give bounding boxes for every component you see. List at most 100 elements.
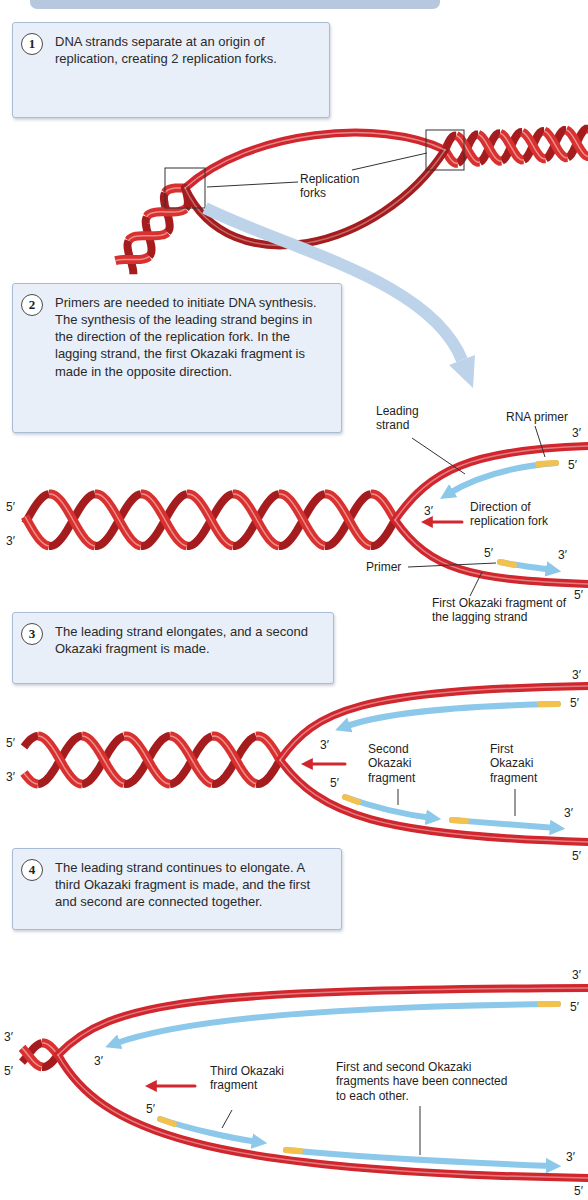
part-label: Second Okazaki fragment bbox=[368, 742, 434, 785]
part-label: Primer bbox=[366, 560, 401, 574]
helix-strand bbox=[566, 130, 588, 157]
helix-strand bbox=[233, 494, 279, 546]
strand-end-label: 5′ bbox=[6, 500, 15, 514]
helix-strand bbox=[82, 736, 124, 784]
helix-strand bbox=[456, 136, 479, 163]
helix-strand bbox=[124, 736, 170, 784]
helix-strand bbox=[115, 256, 149, 260]
helix-strand bbox=[256, 736, 280, 760]
part-label: Third Okazaki fragment bbox=[210, 1064, 286, 1093]
helix-strand bbox=[141, 494, 187, 546]
helix-strand bbox=[141, 494, 187, 546]
helix-strand bbox=[129, 232, 168, 240]
helix-strand bbox=[147, 209, 186, 217]
leader-line bbox=[398, 789, 399, 805]
strand-end-label: 5′ bbox=[568, 458, 577, 472]
helix-strand bbox=[115, 256, 149, 260]
helix-strand bbox=[522, 132, 545, 159]
helix-strand bbox=[256, 760, 280, 784]
helix-strand bbox=[170, 736, 212, 784]
helix-strand bbox=[95, 494, 141, 546]
helix-strand bbox=[566, 130, 588, 157]
helix-strand bbox=[187, 494, 233, 546]
part-label: First Okazaki fragment bbox=[490, 742, 554, 785]
part-label: Leading strand bbox=[376, 404, 434, 433]
helix-strand bbox=[279, 494, 325, 546]
leader-line bbox=[535, 426, 545, 457]
leader-line bbox=[352, 153, 427, 170]
strand-end-label: 3′ bbox=[572, 968, 581, 982]
helix-strand bbox=[371, 494, 395, 520]
helix-strand bbox=[279, 494, 325, 546]
helix-strand bbox=[95, 494, 141, 546]
helix-strand bbox=[49, 494, 95, 546]
helix-strand bbox=[170, 736, 212, 784]
strand-end-label: 3′ bbox=[320, 738, 329, 752]
helix-strand bbox=[522, 132, 545, 159]
helix-strand bbox=[49, 494, 95, 546]
helix-strand bbox=[544, 131, 567, 158]
helix-strand bbox=[124, 736, 170, 784]
helix-strand bbox=[82, 736, 124, 784]
helix-strand bbox=[22, 1048, 42, 1067]
leader-line bbox=[515, 789, 516, 816]
helix-strand bbox=[124, 736, 170, 784]
helix-strand bbox=[325, 494, 371, 546]
step-number: 4 bbox=[21, 859, 43, 881]
fork-step-2 bbox=[395, 446, 588, 584]
strand-end-label: 3′ bbox=[6, 770, 15, 784]
helix-strand bbox=[500, 133, 523, 160]
helix-strand bbox=[187, 494, 233, 546]
helix-strand bbox=[95, 494, 141, 546]
leader-line bbox=[412, 438, 465, 474]
step-text: The leading strand continues to elongate… bbox=[55, 859, 329, 910]
strand-end-label: 5′ bbox=[146, 1102, 155, 1116]
helix-strand bbox=[233, 494, 279, 546]
top-band bbox=[30, 0, 440, 9]
fork-step-4 bbox=[58, 988, 588, 1178]
helix-strand bbox=[325, 494, 371, 546]
fork-frame bbox=[426, 130, 464, 170]
leader-line bbox=[470, 572, 482, 596]
strand-end-label: 5′ bbox=[570, 1000, 579, 1014]
helix-strand bbox=[187, 494, 233, 546]
helix-strand bbox=[212, 736, 256, 784]
step-box: 3The leading strand elongates, and a sec… bbox=[12, 612, 334, 684]
helix-strand bbox=[478, 134, 501, 161]
helix-strand bbox=[256, 736, 280, 760]
fork-frame bbox=[165, 168, 205, 208]
step-number: 1 bbox=[21, 33, 43, 55]
strand-end-label: 5′ bbox=[330, 776, 339, 790]
strand-end-label: 3′ bbox=[424, 504, 433, 518]
helix-strand bbox=[129, 232, 168, 240]
step-number: 2 bbox=[21, 294, 43, 316]
leader-line bbox=[207, 182, 298, 187]
strand-end-label: 3′ bbox=[6, 534, 15, 548]
strand-end-label: 3′ bbox=[572, 668, 581, 682]
leader-line bbox=[408, 563, 496, 567]
step-text: The leading strand elongates, and a seco… bbox=[55, 623, 321, 657]
helix-strand bbox=[49, 494, 95, 546]
helix-strand bbox=[212, 736, 256, 784]
part-label: Replication forks bbox=[300, 172, 380, 201]
replication-bubble bbox=[185, 133, 445, 246]
fork-step-3 bbox=[280, 686, 588, 842]
step-box: 1DNA strands separate at an origin of re… bbox=[12, 22, 330, 118]
strand-end-label: 5′ bbox=[574, 1184, 583, 1198]
helix-strand bbox=[141, 494, 187, 546]
strand-end-label: 5′ bbox=[484, 546, 493, 560]
helix-strand bbox=[478, 134, 501, 161]
helix-strand bbox=[24, 736, 38, 747]
helix-strand bbox=[25, 517, 49, 546]
strand-end-label: 5′ bbox=[572, 849, 581, 863]
strand-end-label: 3′ bbox=[564, 806, 573, 820]
helix-strand bbox=[147, 209, 186, 217]
strand-end-label: 5′ bbox=[6, 736, 15, 750]
step-box: 2Primers are needed to initiate DNA synt… bbox=[12, 283, 342, 433]
strand-end-label: 3′ bbox=[94, 1054, 103, 1068]
step-box: 4 The leading strand continues to elongat… bbox=[12, 848, 342, 930]
helix-strand bbox=[38, 736, 82, 784]
part-label: First Okazaki fragment of the lagging st… bbox=[432, 596, 568, 625]
strand-end-label: 3′ bbox=[572, 426, 581, 440]
leader-line bbox=[222, 1110, 232, 1128]
